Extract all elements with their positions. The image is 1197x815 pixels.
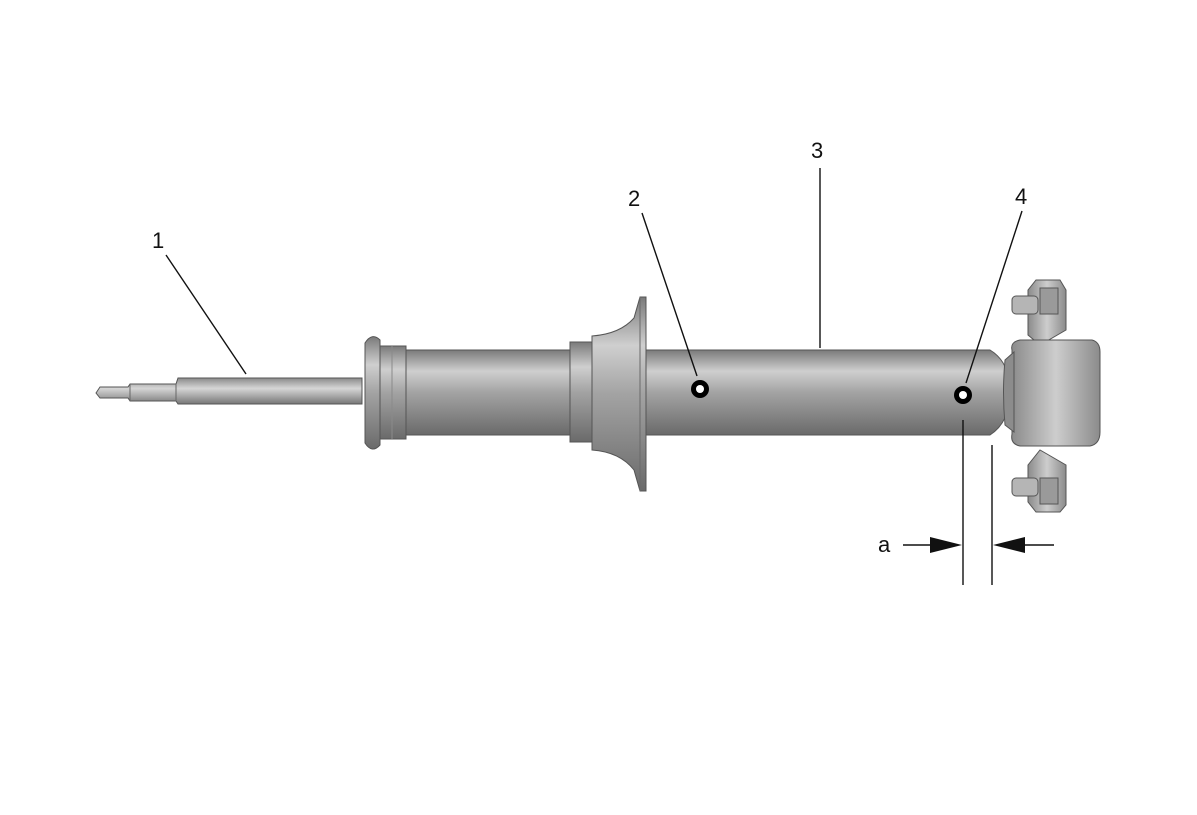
spring-seat [569,296,647,492]
leader-line-1 [165,254,247,375]
leader-line-4 [965,210,1023,384]
callout-label-2: 2 [628,186,640,211]
piston-rod [95,377,363,405]
callout-label-4: 4 [1015,184,1027,209]
dimension-arrowhead-right [993,537,1025,553]
lower-mount [1003,279,1101,513]
marker-2 [691,380,709,398]
dimension-a: a [878,420,1054,585]
callout-label-1: 1 [152,228,164,253]
dust-cap [364,336,407,450]
callout-label-3: 3 [811,138,823,163]
upper-tube [405,349,575,436]
dimension-arrowhead-left [930,537,962,553]
marker-4 [954,386,972,404]
leader-line-2 [641,212,698,377]
dimension-label: a [878,532,891,557]
